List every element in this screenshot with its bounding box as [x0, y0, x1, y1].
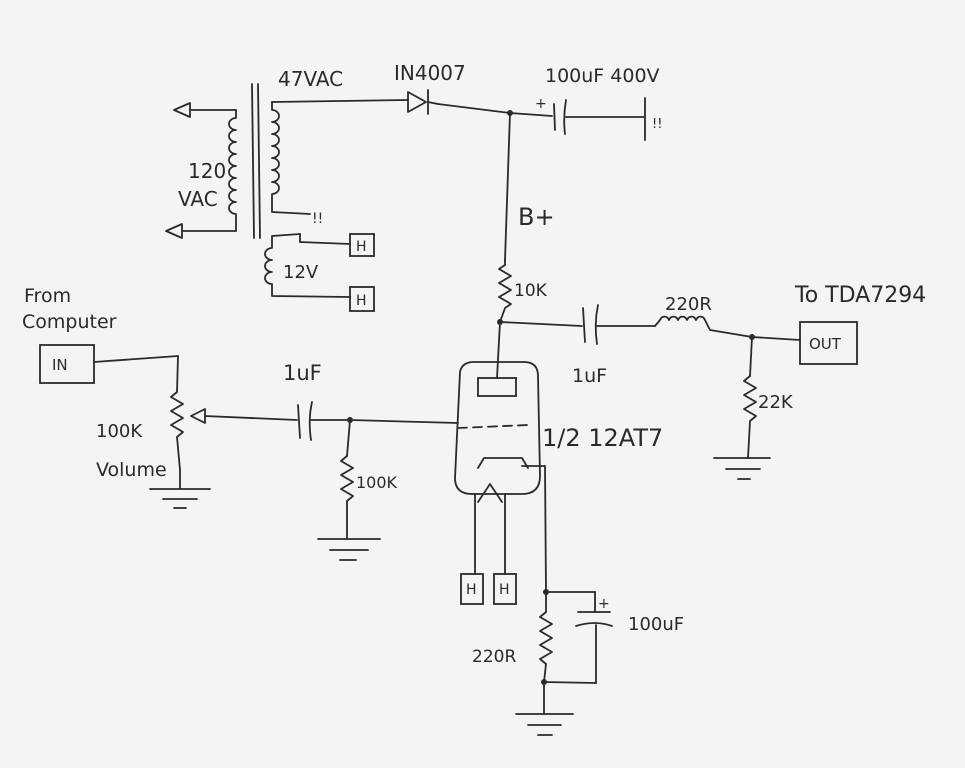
label-destination: To TDA7294: [794, 283, 926, 308]
tube-heater: [474, 483, 506, 575]
label-bplus: B+: [518, 203, 555, 231]
filter-capacitor: + !!: [535, 96, 662, 141]
label-cathode-cap: 100uF: [628, 614, 684, 635]
label-volume: Volume: [96, 459, 167, 481]
output-coupling-capacitor: [582, 304, 656, 345]
label-filter-cap: 100uF 400V: [545, 65, 660, 87]
series-resistor: [654, 315, 753, 338]
label-mains: 120: [188, 159, 226, 183]
transformer-core: [251, 83, 255, 239]
label-tube: 1/2 12AT7: [542, 424, 663, 452]
input-section: IN: [39, 344, 459, 561]
label-load-resistor: 22K: [758, 392, 794, 413]
svg-text:H: H: [499, 582, 510, 598]
transformer-hv-winding: [271, 101, 311, 215]
tube-plate: [477, 377, 517, 397]
grid-resistor: [340, 455, 354, 539]
svg-text:H: H: [466, 582, 477, 598]
label-coupling-cap-in: 1uF: [283, 361, 322, 385]
heater-box-tube-left: [460, 573, 484, 605]
labels: 47VAC IN4007 100uF 400V 120 VAC 12V B+ 1…: [22, 61, 926, 667]
svg-text:H: H: [356, 239, 367, 255]
transformer-primary-winding: [228, 109, 237, 232]
svg-text:+: +: [535, 96, 547, 112]
svg-text:IN: IN: [52, 356, 68, 374]
output-section: OUT: [497, 304, 858, 480]
output-jack: [799, 321, 858, 365]
label-mains-unit: VAC: [178, 187, 218, 211]
load-resistor: [743, 375, 757, 459]
label-grid-resistor: 100K: [356, 473, 398, 492]
plate-resistor: [498, 259, 512, 323]
label-volume-value: 100K: [96, 421, 143, 442]
cathode-resistor: [539, 611, 553, 683]
power-supply-section: !! H H + !!: [165, 83, 662, 323]
heater-winding: [264, 233, 351, 298]
cathode-capacitor: +: [575, 591, 613, 684]
svg-text:H: H: [356, 293, 367, 309]
cathode-ground: [515, 713, 574, 736]
tap-marker: !!: [312, 211, 323, 227]
tube-grid: [457, 424, 529, 429]
label-transformer-secondary: 47VAC: [278, 67, 343, 91]
label-heater-voltage: 12V: [283, 262, 319, 283]
heater-box-tube-right: [493, 573, 517, 605]
heater-box-bottom: [349, 286, 375, 312]
label-coupling-cap-out: 1uF: [572, 365, 607, 387]
tube-cathode: [477, 457, 529, 469]
grid-ground: [317, 538, 381, 561]
triode-tube: H H: [454, 321, 547, 605]
volume-ground: [149, 488, 211, 509]
svg-text:OUT: OUT: [809, 335, 842, 353]
output-ground: [713, 457, 771, 480]
mains-terminal-top: [173, 102, 191, 118]
label-plate-resistor: 10K: [514, 281, 548, 301]
label-rectifier: IN4007: [394, 61, 466, 85]
cap-end-marker: !!: [652, 117, 662, 132]
label-source-line1: From: [24, 285, 71, 307]
heater-box-top: [349, 233, 375, 257]
mains-terminal-bottom: [165, 223, 183, 239]
input-coupling-capacitor: [297, 401, 351, 441]
svg-text:+: +: [598, 596, 610, 612]
label-source-line2: Computer: [22, 311, 117, 333]
volume-potentiometer: [170, 391, 184, 489]
cathode-network: +: [515, 589, 613, 736]
input-jack: [39, 344, 95, 384]
rectifier-diode: [407, 89, 511, 115]
label-cathode-resistor: 220R: [472, 647, 516, 667]
potentiometer-wiper: [190, 408, 206, 424]
label-series-resistor: 220R: [665, 294, 712, 315]
